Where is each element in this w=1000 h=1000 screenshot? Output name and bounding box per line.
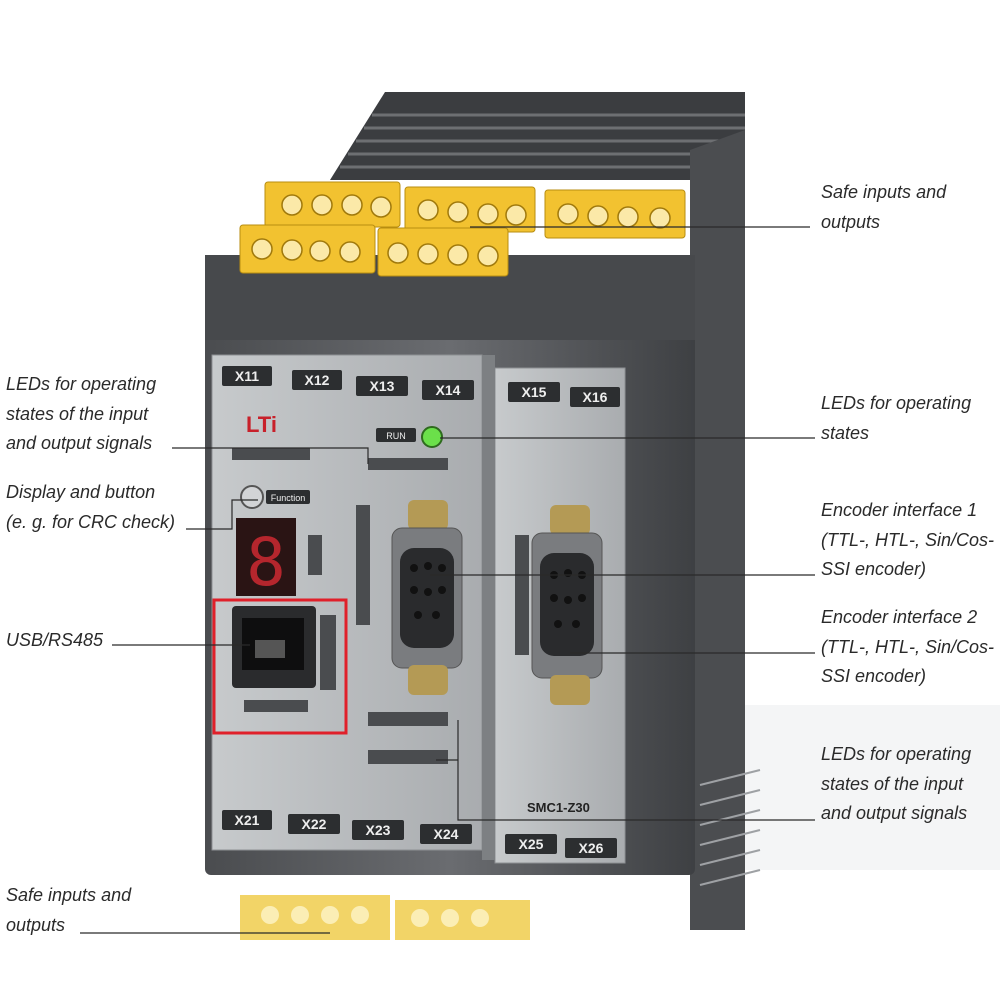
usb-highlight-box bbox=[212, 598, 348, 735]
seven-segment-display bbox=[236, 518, 296, 596]
callout-line: states of the input bbox=[6, 403, 149, 424]
connector-x23-label: X23 bbox=[366, 822, 391, 838]
callout-line: LEDs for operating bbox=[821, 393, 972, 413]
bottom-terminals bbox=[200, 895, 800, 1000]
display-digit: 8 bbox=[246, 524, 286, 601]
io-led-strip-lower-2 bbox=[368, 750, 448, 764]
display-side-label bbox=[308, 535, 322, 575]
connector-x13-label: X13 bbox=[370, 378, 395, 394]
connector-x26-label: X26 bbox=[579, 840, 604, 856]
callout-line: (TTL-, HTL-, Sin/Cos- bbox=[821, 529, 995, 550]
leader-leds-io-right bbox=[457, 720, 815, 821]
callout-line: (e. g. for CRC check) bbox=[6, 511, 176, 532]
callout-line: LEDs for operating bbox=[821, 744, 972, 764]
callout-leds-states: LEDs for operating states bbox=[821, 389, 971, 448]
callout-line: Safe inputs and bbox=[821, 182, 947, 202]
connector-x24-label: X24 bbox=[434, 826, 459, 842]
callout-display-button: Display and button (e. g. for CRC check) bbox=[6, 478, 175, 537]
run-label: RUN bbox=[386, 431, 406, 441]
connector-x21-label: X21 bbox=[235, 812, 260, 828]
function-label: Function bbox=[271, 493, 306, 503]
callout-line: Encoder interface 2 bbox=[821, 607, 978, 627]
connector-x25-label: X25 bbox=[519, 836, 544, 852]
heatsink-fins bbox=[340, 113, 745, 169]
leader-leds-io-left bbox=[172, 447, 369, 464]
top-terminals bbox=[239, 181, 686, 277]
callout-line: states bbox=[821, 422, 870, 443]
connector-x12-label: X12 bbox=[305, 372, 330, 388]
connector-x15-label: X15 bbox=[522, 384, 547, 400]
callout-line: and output signals bbox=[6, 433, 153, 453]
callout-encoder-1: Encoder interface 1 (TTL-, HTL-, Sin/Cos… bbox=[821, 496, 994, 585]
leader-display bbox=[186, 499, 258, 530]
callout-encoder-2: Encoder interface 2 (TTL-, HTL-, Sin/Cos… bbox=[821, 603, 994, 692]
bottom-fins bbox=[699, 769, 761, 886]
run-led bbox=[421, 426, 443, 448]
model-label: SMC1-Z30 bbox=[527, 800, 590, 815]
callout-line: states of the input bbox=[821, 773, 964, 794]
brand-logo: LTi bbox=[246, 412, 277, 437]
callout-safe-io-bottom: Safe inputs and outputs bbox=[6, 881, 131, 940]
callout-line: USB/RS485 bbox=[6, 630, 104, 650]
status-led-strip bbox=[368, 458, 448, 470]
top-connector-labels: X11 X12 X13 X14 X15 X16 bbox=[222, 366, 620, 407]
callout-line: Encoder interface 1 bbox=[821, 500, 978, 520]
bottom-connector-labels: X21 X22 X23 X24 X25 X26 bbox=[222, 810, 617, 858]
function-label-chip bbox=[266, 490, 310, 504]
run-label-chip bbox=[376, 428, 416, 442]
callout-line: (TTL-, HTL-, Sin/Cos- bbox=[821, 636, 995, 657]
callout-line: Safe inputs and bbox=[6, 885, 132, 905]
background-box bbox=[730, 705, 1000, 870]
callout-line: SSI encoder) bbox=[821, 666, 927, 686]
connector-x22-label: X22 bbox=[302, 816, 327, 832]
io-led-strip-left bbox=[232, 448, 310, 460]
encoder-1-connector bbox=[356, 500, 463, 695]
leader-lines bbox=[80, 226, 815, 934]
io-led-strip-lower-1 bbox=[368, 712, 448, 726]
callout-usb: USB/RS485 bbox=[6, 626, 103, 656]
function-button[interactable] bbox=[240, 485, 264, 509]
connector-x16-label: X16 bbox=[583, 389, 608, 405]
callout-line: Display and button bbox=[6, 482, 156, 502]
callout-line: SSI encoder) bbox=[821, 559, 927, 579]
encoder-2-connector bbox=[515, 505, 603, 705]
callout-leds-io-left: LEDs for operating states of the input a… bbox=[6, 370, 156, 459]
usb-rs485-port[interactable] bbox=[232, 606, 336, 712]
connector-x14-label: X14 bbox=[436, 382, 461, 398]
callout-line: outputs bbox=[821, 211, 881, 232]
callout-line: outputs bbox=[6, 914, 66, 935]
callout-line: LEDs for operating bbox=[6, 374, 157, 394]
callout-safe-io-top: Safe inputs and outputs bbox=[821, 178, 946, 237]
panel-divider bbox=[482, 355, 495, 860]
callout-leds-io-right: LEDs for operating states of the input a… bbox=[821, 740, 971, 829]
callout-line: and output signals bbox=[821, 803, 968, 823]
connector-x11-label: X11 bbox=[235, 368, 259, 384]
heatsink bbox=[330, 92, 745, 930]
